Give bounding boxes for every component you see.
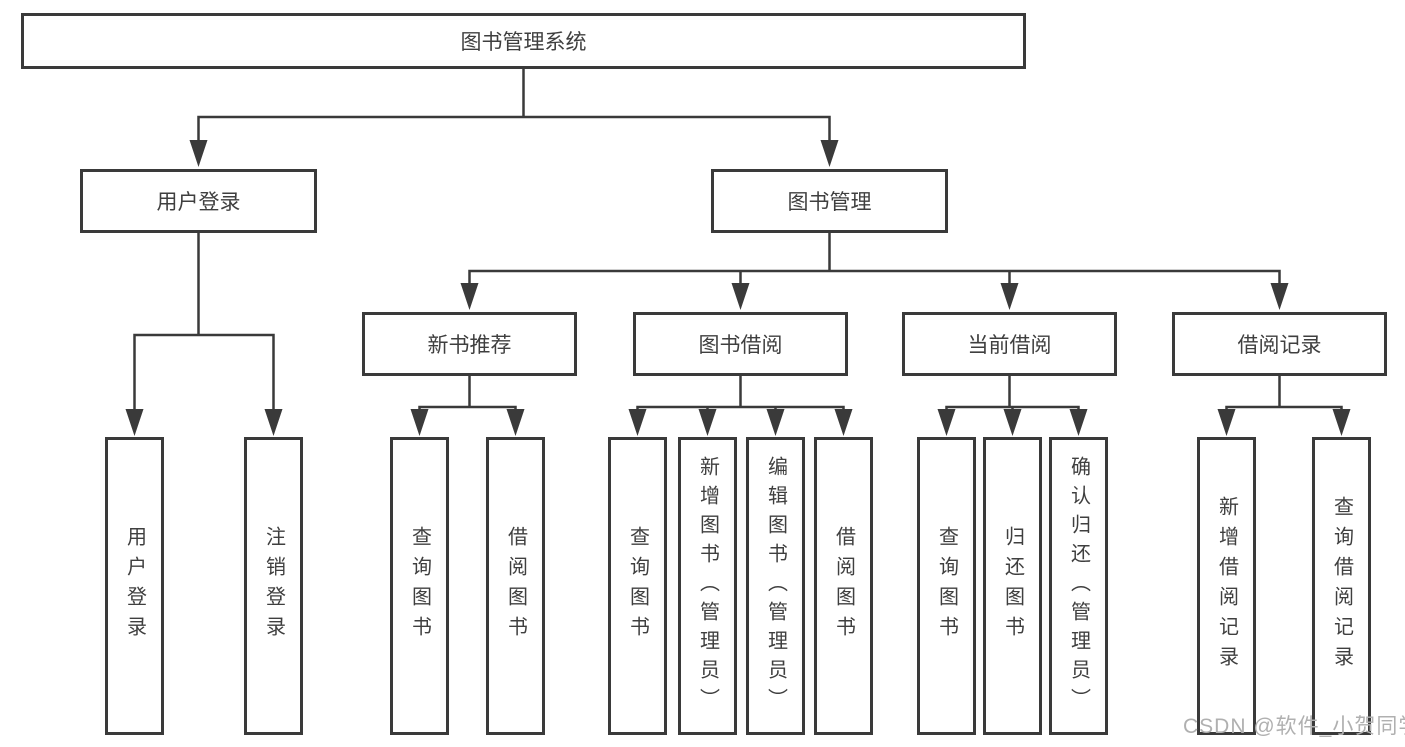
arrow-down-icon xyxy=(834,409,853,436)
book-mgmt-to-level2-lines xyxy=(468,233,1281,288)
arrow-down-icon xyxy=(766,409,785,436)
node-library-management-system: 图书管理系统 xyxy=(21,13,1026,69)
arrow-down-icon xyxy=(1000,283,1019,310)
node-book-management: 图书管理 xyxy=(711,169,948,233)
arrow-down-icon xyxy=(820,140,839,167)
leaf-edit-books-admin: 编辑图书（管理员） xyxy=(746,437,805,735)
leaf-query-books-recommend: 查询图书 xyxy=(390,437,449,735)
arrow-down-icon xyxy=(264,409,283,436)
arrow-down-icon xyxy=(460,283,479,310)
leaf-add-books-admin: 新增图书（管理员） xyxy=(678,437,737,735)
leaf-add-borrow-record: 新增借阅记录 xyxy=(1197,437,1256,735)
new-book-to-leaves-lines xyxy=(418,376,517,412)
leaf-borrow-books-recommend: 借阅图书 xyxy=(486,437,545,735)
arrow-down-icon xyxy=(189,140,208,167)
arrow-down-icon xyxy=(628,409,647,436)
arrow-down-icon xyxy=(1270,283,1289,310)
arrow-down-icon xyxy=(125,409,144,436)
leaf-query-borrow-record: 查询借阅记录 xyxy=(1312,437,1371,735)
arrow-down-icon xyxy=(1003,409,1022,436)
current-borrow-to-leaves-lines xyxy=(945,376,1080,412)
node-user-login: 用户登录 xyxy=(80,169,317,233)
borrow-records-to-leaves-lines xyxy=(1225,376,1343,412)
root-to-level1-lines xyxy=(197,69,831,145)
arrow-down-icon xyxy=(410,409,429,436)
arrow-down-icon xyxy=(731,283,750,310)
node-current-borrowing: 当前借阅 xyxy=(902,312,1117,376)
leaf-logout: 注销登录 xyxy=(244,437,303,735)
node-borrowing-records: 借阅记录 xyxy=(1172,312,1387,376)
node-book-borrowing: 图书借阅 xyxy=(633,312,848,376)
leaf-confirm-return-admin: 确认归还（管理员） xyxy=(1049,437,1108,735)
user-login-to-leaves-lines xyxy=(133,233,275,412)
arrowheads xyxy=(125,140,1351,436)
node-new-book-recommendation: 新书推荐 xyxy=(362,312,577,376)
arrow-down-icon xyxy=(1217,409,1236,436)
leaf-return-books: 归还图书 xyxy=(983,437,1042,735)
csdn-watermark: CSDN @软件_小贺同学 xyxy=(1183,715,1405,738)
arrow-down-icon xyxy=(1069,409,1088,436)
arrow-down-icon xyxy=(937,409,956,436)
arrow-down-icon xyxy=(698,409,717,436)
leaf-user-login: 用户登录 xyxy=(105,437,164,735)
leaf-query-books-borrow: 查询图书 xyxy=(608,437,667,735)
book-borrow-to-leaves-lines xyxy=(636,376,845,412)
leaf-query-books-current: 查询图书 xyxy=(917,437,976,735)
arrow-down-icon xyxy=(506,409,525,436)
arrow-down-icon xyxy=(1332,409,1351,436)
leaf-borrow-books: 借阅图书 xyxy=(814,437,873,735)
